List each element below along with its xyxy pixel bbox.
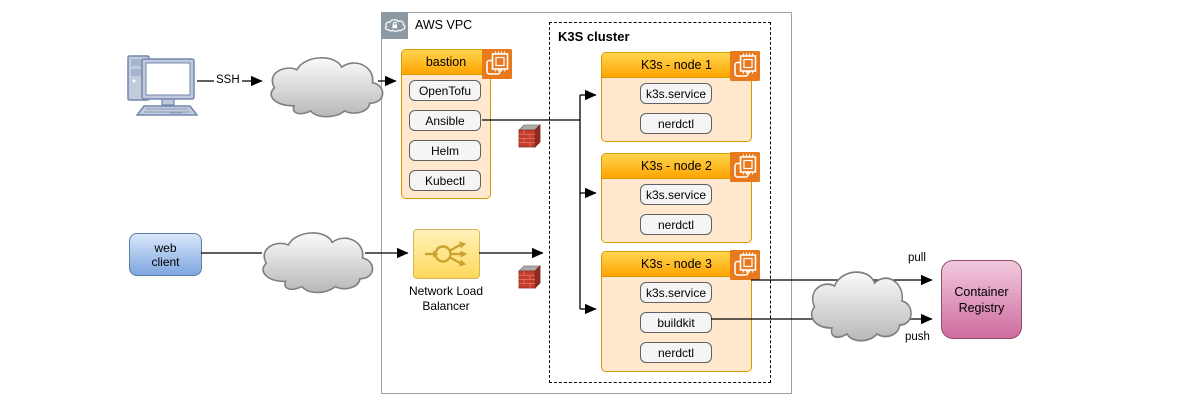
tool-kubectl[interactable]: Kubectl <box>409 170 481 191</box>
tool-helm[interactable]: Helm <box>409 140 481 161</box>
vpc-cloud-lock-glyph <box>384 19 406 32</box>
ec2-instance-icon <box>730 152 760 182</box>
node2-k3s-service[interactable]: k3s.service <box>640 184 712 205</box>
vpc-title: AWS VPC <box>415 18 473 32</box>
node3-buildkit[interactable]: buildkit <box>640 312 712 333</box>
network-load-balancer-box[interactable] <box>413 229 480 279</box>
ec2-instance-icon <box>482 49 512 79</box>
node2-nerdctl[interactable]: nerdctl <box>640 214 712 235</box>
desktop-computer-icon <box>127 55 199 116</box>
web-client-box[interactable]: web client <box>129 233 202 276</box>
k3s-node-3-box[interactable]: K3s - node 3 k3s.service buildkit nerdct… <box>601 250 760 372</box>
pull-edge-label: pull <box>908 252 926 264</box>
aws-vpc-group: AWS VPC <box>381 12 792 394</box>
bastion-box[interactable]: bastion OpenTofu Ansible Helm Kubectl <box>401 49 512 199</box>
internet-cloud-ssh <box>270 56 384 118</box>
container-registry-label: Container Registry <box>954 284 1009 315</box>
web-client-label: web client <box>151 240 180 269</box>
tool-opentofu[interactable]: OpenTofu <box>409 80 481 101</box>
load-balancer-icon <box>424 241 467 267</box>
bastion-header: bastion <box>402 50 490 75</box>
container-registry-box[interactable]: Container Registry <box>941 260 1022 339</box>
push-edge-label: push <box>905 331 930 343</box>
tool-ansible[interactable]: Ansible <box>409 110 481 131</box>
k3s-node-1-header: K3s - node 1 <box>602 53 751 78</box>
k3s-node-2-box[interactable]: K3s - node 2 k3s.service nerdctl <box>601 152 760 243</box>
k3s-node-1-box[interactable]: K3s - node 1 k3s.service nerdctl <box>601 51 760 142</box>
node3-k3s-service[interactable]: k3s.service <box>640 282 712 303</box>
cluster-title: K3S cluster <box>558 29 630 44</box>
ssh-edge-label: SSH <box>214 74 242 86</box>
node3-nerdctl[interactable]: nerdctl <box>640 342 712 363</box>
k3s-node-3-header: K3s - node 3 <box>602 252 751 277</box>
internet-cloud-registry <box>810 271 912 342</box>
nlb-label: Network Load Balancer <box>408 284 484 313</box>
k3s-node-2-header: K3s - node 2 <box>602 154 751 179</box>
ec2-instance-icon <box>730 250 760 280</box>
node1-k3s-service[interactable]: k3s.service <box>640 83 712 104</box>
node1-nerdctl[interactable]: nerdctl <box>640 113 712 134</box>
internet-cloud-web <box>262 232 374 294</box>
vpc-icon <box>381 12 408 39</box>
ec2-instance-icon <box>730 51 760 81</box>
